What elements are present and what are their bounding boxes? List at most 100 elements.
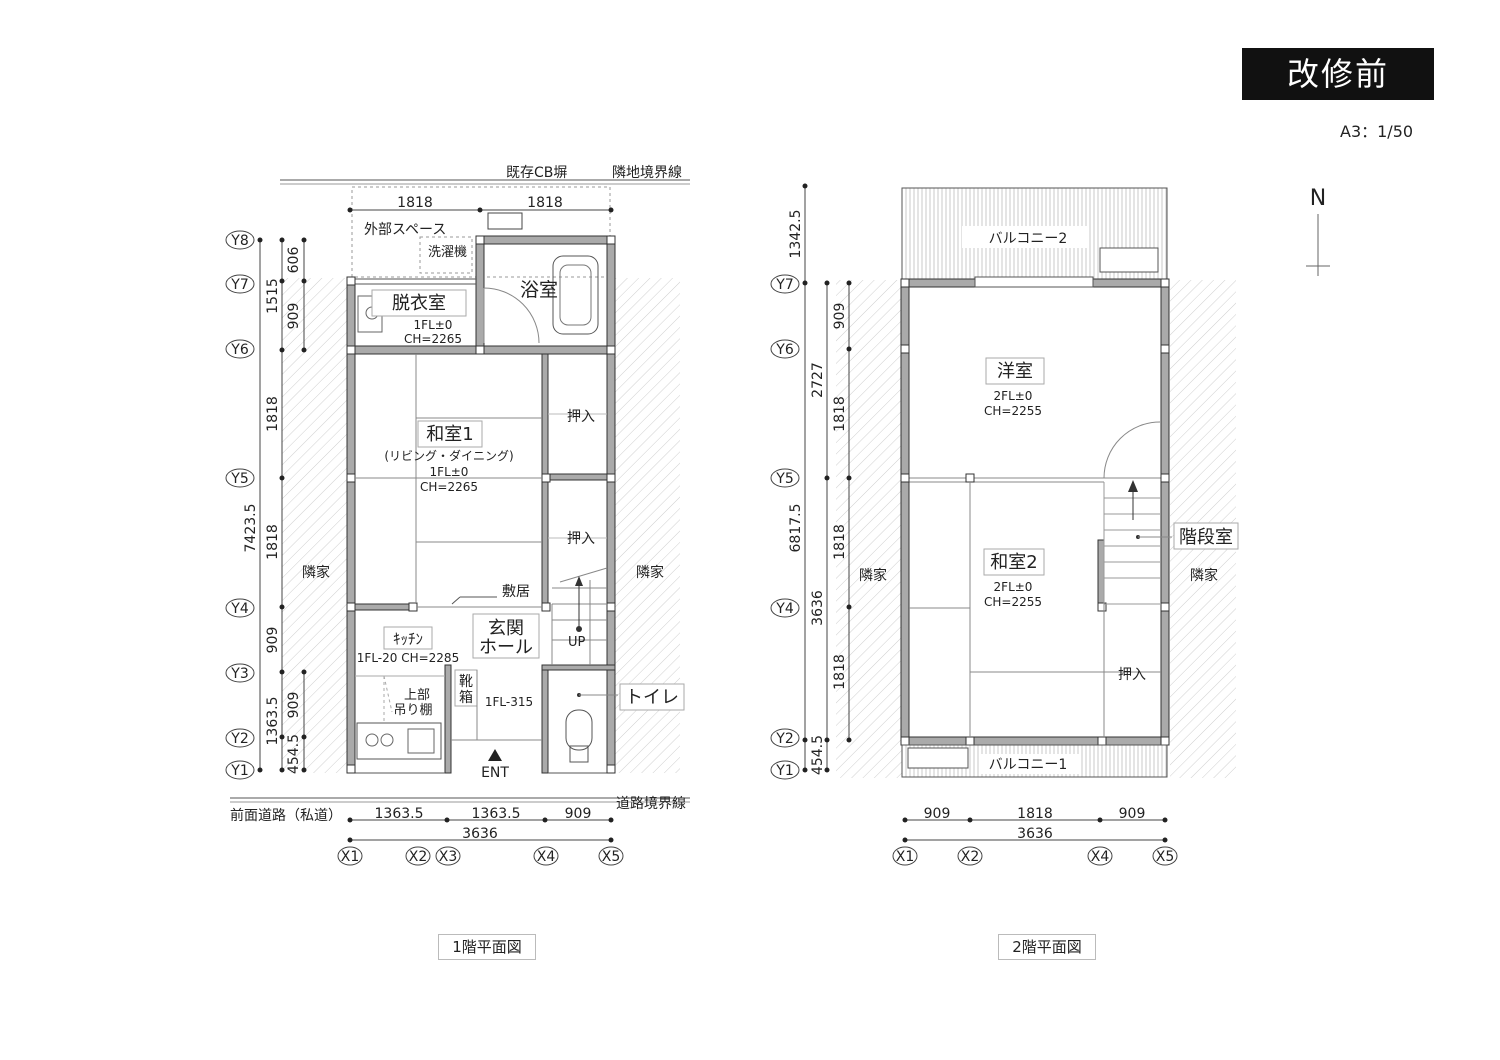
washitsu1-fl-label: 1FL±0 <box>430 465 469 479</box>
svg-text:X5: X5 <box>1156 849 1175 865</box>
yoshitsu-ch-label: CH=2255 <box>984 404 1042 418</box>
grid2-y2: Y2 <box>770 728 800 748</box>
svg-text:Y1: Y1 <box>775 763 793 779</box>
svg-text:X1: X1 <box>896 849 915 865</box>
washitsu2-label: 和室2 <box>990 552 1037 573</box>
svg-text:X2: X2 <box>961 849 980 865</box>
svg-text:Y4: Y4 <box>775 601 794 617</box>
svg-text:Y5: Y5 <box>775 471 793 487</box>
dim-left-1818-b: 1818 <box>265 524 281 560</box>
grid-x5: X5 <box>598 846 624 866</box>
dim2-left-total: 6817.5 <box>788 504 804 553</box>
dim-bottom-1: 1363.5 <box>375 806 424 822</box>
outdoor-space-label: 外部スペース <box>364 222 446 238</box>
washitsu2-ch-label: CH=2255 <box>984 595 1042 609</box>
grid-y7: Y7 <box>225 274 255 294</box>
svg-text:Y7: Y7 <box>230 277 248 293</box>
svg-text:X4: X4 <box>537 849 556 865</box>
oshiire-2-label: 押入 <box>1118 667 1146 683</box>
dim-left-606: 606 <box>286 247 302 274</box>
grid-x4: X4 <box>533 846 559 866</box>
washer-label: 洗濯機 <box>428 245 467 260</box>
grid-y4: Y4 <box>225 598 255 618</box>
road-boundary-label: 道路境界線 <box>616 796 686 812</box>
washitsu1-ch-label: CH=2265 <box>420 480 478 494</box>
grid-y1: Y1 <box>225 760 255 780</box>
dim2-bottom-total: 3636 <box>1017 826 1053 842</box>
washitsu2-fl-label: 2FL±0 <box>994 580 1033 594</box>
grid2-x4: X4 <box>1087 846 1113 866</box>
scale-label: A3：1/50 <box>1340 122 1414 141</box>
neighbor-right-2-label: 隣家 <box>1190 567 1218 584</box>
dim2-bottom-3: 909 <box>1119 806 1146 822</box>
entry-fl-label: 1FL-315 <box>485 695 533 709</box>
dim-top-1: 1818 <box>397 195 433 211</box>
dim-left-454: 454.5 <box>286 734 302 774</box>
hall-label-1: 玄関 <box>488 618 524 639</box>
existing-cb-wall-label: 既存CB塀 <box>506 165 567 181</box>
dim2-left-909: 909 <box>832 303 848 330</box>
yoshitsu-label: 洋室 <box>997 361 1033 382</box>
grid-x3: X3 <box>435 846 461 866</box>
road-label: 前面道路（私道） <box>230 807 342 824</box>
neighbor-left-label: 隣家 <box>302 564 330 581</box>
dim-bottom-2: 1363.5 <box>472 806 521 822</box>
svg-text:Y6: Y6 <box>775 342 794 358</box>
drawing-title: 改修前 <box>1242 48 1434 100</box>
dim2-left-1342: 1342.5 <box>788 210 804 259</box>
grid-y5: Y5 <box>225 468 255 488</box>
upper-shelf-label-2: 吊り棚 <box>393 703 432 718</box>
washitsu1-sub-label: (リビング・ダイニング) <box>384 448 513 463</box>
grid-y6: Y6 <box>225 339 255 359</box>
oshiire-a-label: 押入 <box>567 409 595 425</box>
grid2-y1: Y1 <box>770 760 800 780</box>
svg-text:X4: X4 <box>1091 849 1110 865</box>
grid2-x1: X1 <box>892 846 918 866</box>
grid-x2: X2 <box>405 846 431 866</box>
neighbor-boundary-label: 隣地境界線 <box>612 165 682 181</box>
upper-shelf-label-1: 上部 <box>404 688 430 703</box>
dressing-ch-label: CH=2265 <box>404 332 462 346</box>
grid2-y5: Y5 <box>770 468 800 488</box>
dim2-left-1818-a: 1818 <box>832 396 848 432</box>
dim2-left-1818-b: 1818 <box>832 524 848 560</box>
dressing-fl-label: 1FL±0 <box>414 318 453 332</box>
dressing-room-label: 脱衣室 <box>392 293 446 314</box>
grid2-x5: X5 <box>1152 846 1178 866</box>
grid-x1: X1 <box>337 846 363 866</box>
shikii-label: 敷居 <box>502 584 530 600</box>
plan2-caption: 2階平面図 <box>998 934 1096 960</box>
svg-text:X2: X2 <box>409 849 428 865</box>
svg-text:Y2: Y2 <box>775 731 793 747</box>
toilet-label: トイレ <box>625 687 679 708</box>
north-arrow: N <box>1306 186 1330 276</box>
grid2-x2: X2 <box>957 846 983 866</box>
dim-left-total: 7423.5 <box>243 504 259 553</box>
dim2-left-1818-c: 1818 <box>832 654 848 690</box>
svg-text:Y4: Y4 <box>230 601 249 617</box>
dim2-left-2727: 2727 <box>810 362 826 398</box>
hall-label-2: ホール <box>479 637 533 658</box>
dim-left-1363: 1363.5 <box>265 697 281 746</box>
neighbor-right-label: 隣家 <box>636 564 664 581</box>
svg-text:X1: X1 <box>341 849 360 865</box>
dim-top-2: 1818 <box>527 195 563 211</box>
svg-text:Y7: Y7 <box>775 277 793 293</box>
grid-y3: Y3 <box>225 663 255 683</box>
plan2-drawing: バルコニー2 隣家 隣家 <box>770 183 1239 866</box>
entrance-label: ENT <box>481 765 509 781</box>
svg-text:Y8: Y8 <box>230 233 248 249</box>
dim-left-909-c: 909 <box>286 692 302 719</box>
dim-left-1818-a: 1818 <box>265 396 281 432</box>
stair-room-label: 階段室 <box>1179 527 1233 548</box>
svg-text:Y3: Y3 <box>230 666 248 682</box>
dim2-left-3636: 3636 <box>810 590 826 626</box>
svg-text:N: N <box>1310 186 1326 211</box>
washitsu1-label: 和室1 <box>426 424 473 445</box>
dim-bottom-3: 909 <box>565 806 592 822</box>
balcony1-label: バルコニー1 <box>989 757 1068 773</box>
dim-left-909-b: 909 <box>265 627 281 654</box>
shoebox-label-2: 箱 <box>459 690 473 706</box>
svg-text:X5: X5 <box>602 849 621 865</box>
